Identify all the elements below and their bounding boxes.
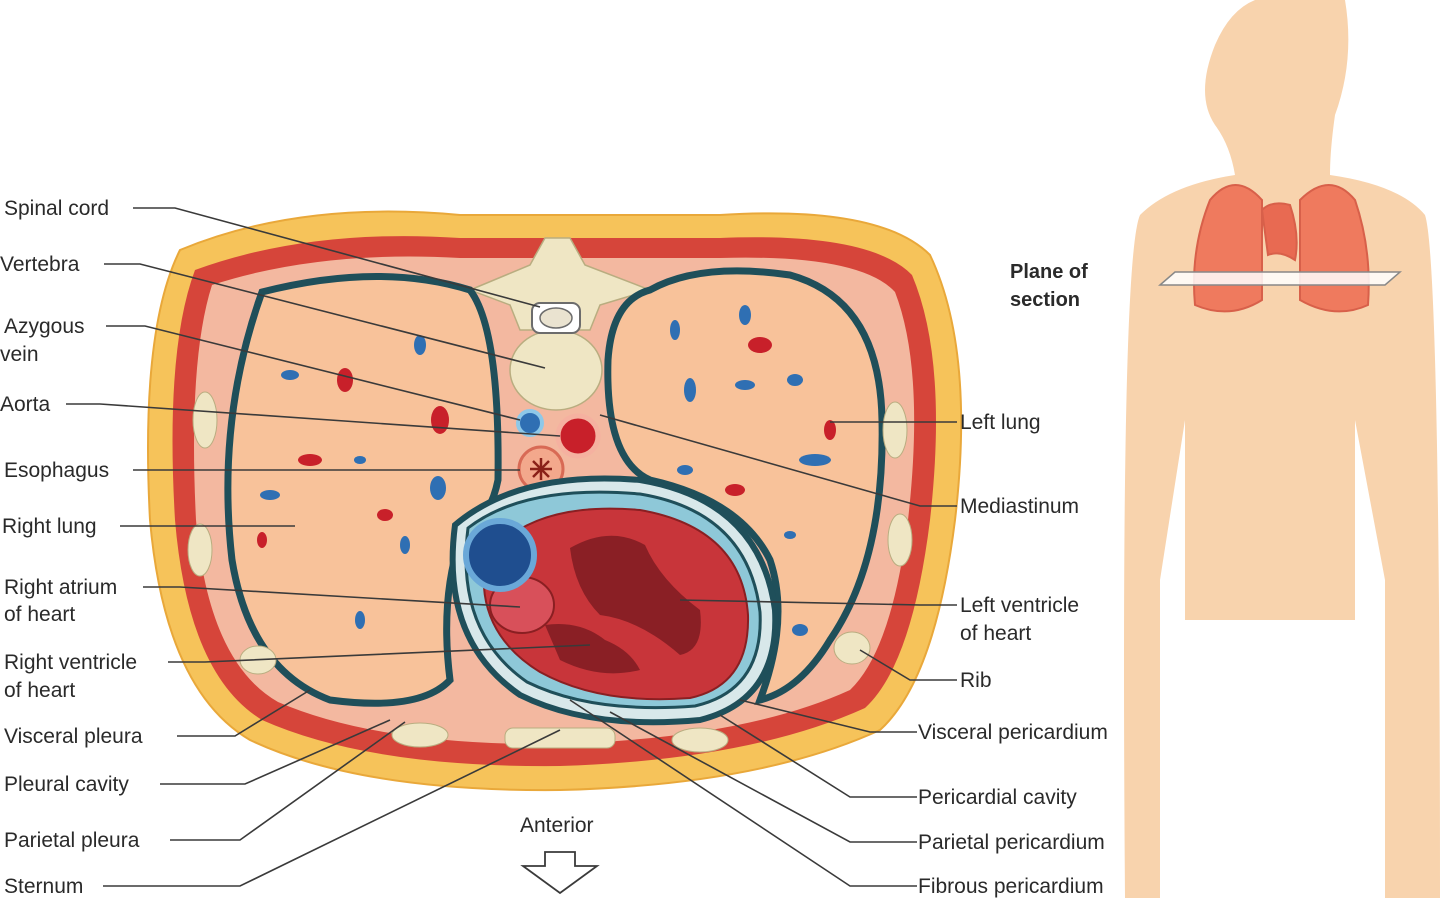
label-mediastinum: Mediastinum <box>960 495 1079 518</box>
body-silhouette: Plane of section <box>1010 0 1440 898</box>
plane-of-section-marker <box>1157 271 1403 286</box>
label-pleural-cavity: Pleural cavity <box>4 773 129 796</box>
label-visceral-pericardium: Visceral pericardium <box>918 721 1108 744</box>
ribs <box>187 391 913 753</box>
label-visceral-pleura: Visceral pleura <box>4 725 143 748</box>
vertebra <box>467 237 653 411</box>
leader-lines <box>66 207 957 887</box>
labels-right: Left lung Mediastinum Left ventricle of … <box>918 411 1108 898</box>
label-azygous-vein-line1: Azygous <box>4 315 85 338</box>
anterior-arrow-icon <box>520 851 600 895</box>
label-right-atrium-line1: Right atrium <box>4 576 117 599</box>
label-aorta: Aorta <box>0 393 51 416</box>
label-rib: Rib <box>960 669 992 692</box>
label-left-lung: Left lung <box>960 411 1041 434</box>
superior-vena-cava <box>463 518 537 592</box>
label-right-lung: Right lung <box>2 515 97 538</box>
right-lung <box>224 272 502 707</box>
label-anterior: Anterior <box>520 814 594 837</box>
label-azygous-vein-line2: vein <box>0 343 39 366</box>
label-right-ventricle-line1: Right ventricle <box>4 651 137 674</box>
plane-of-section-label-line2: section <box>1010 289 1080 311</box>
label-right-ventricle-line2: of heart <box>4 679 75 702</box>
label-fibrous-pericardium: Fibrous pericardium <box>918 875 1104 898</box>
aorta <box>555 413 601 459</box>
lung-vessels <box>257 305 836 636</box>
cross-section <box>147 210 963 792</box>
label-right-atrium-line2: of heart <box>4 603 75 626</box>
label-left-ventricle-line1: Left ventricle <box>960 594 1079 617</box>
sternum <box>504 727 616 749</box>
label-spinal-cord: Spinal cord <box>4 197 109 220</box>
label-parietal-pleura: Parietal pleura <box>4 829 140 852</box>
labels-left: Spinal cord Vertebra Azygous vein Aorta … <box>0 197 143 898</box>
plane-of-section-label-line1: Plane of <box>1010 261 1088 283</box>
human-figure <box>1124 0 1440 898</box>
label-pericardial-cavity: Pericardial cavity <box>918 786 1077 809</box>
heart-chambers <box>545 535 701 674</box>
label-sternum: Sternum <box>4 875 83 898</box>
label-parietal-pericardium: Parietal pericardium <box>918 831 1105 854</box>
azygous-vein <box>516 409 544 437</box>
label-vertebra: Vertebra <box>0 253 80 276</box>
esophagus-lumen <box>530 458 552 480</box>
label-left-ventricle-line2: of heart <box>960 622 1031 645</box>
spinal-cord <box>539 307 573 329</box>
left-lung <box>604 267 886 706</box>
label-esophagus: Esophagus <box>4 459 109 482</box>
